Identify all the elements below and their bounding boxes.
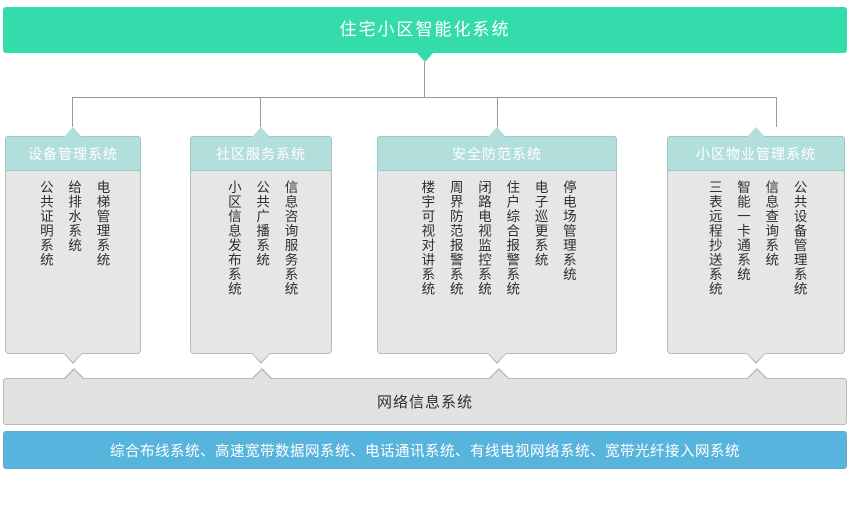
branch-panel-equipment: 设备管理系统 电梯管理系统 给排水系统 公共证明系统 xyxy=(5,126,141,364)
leaf-item[interactable]: 给排水系统 xyxy=(65,180,82,253)
network-layer-bar: 网络信息系统 xyxy=(3,368,847,425)
network-notch-icon xyxy=(490,370,508,379)
branch-notch-down-icon xyxy=(747,353,765,362)
leaf-item[interactable]: 信息查询系统 xyxy=(762,180,779,267)
branch-notch-down-icon xyxy=(488,353,506,362)
branch-header-label: 小区物业管理系统 xyxy=(696,146,816,163)
branch-header-property-management[interactable]: 小区物业管理系统 xyxy=(667,126,845,171)
leaf-item[interactable]: 停电场管理系统 xyxy=(559,180,576,282)
branch-notch-down-icon xyxy=(64,353,82,362)
branch-body-community-service: 信息咨询服务系统 公共广播系统 小区信息发布系统 xyxy=(190,171,332,364)
infrastructure-layer-label: 综合布线系统、高速宽带数据网系统、电话通讯系统、有线电视网络系统、宽带光纤接入网… xyxy=(110,443,740,460)
branch-panel-community-service: 社区服务系统 信息咨询服务系统 公共广播系统 小区信息发布系统 xyxy=(190,126,332,364)
leaf-item[interactable]: 公共设备管理系统 xyxy=(790,180,807,296)
branch-notch-up-icon xyxy=(488,127,506,137)
leaf-item[interactable]: 住户综合报警系统 xyxy=(503,180,520,296)
network-notch-icon xyxy=(748,370,766,379)
branch-notch-up-icon xyxy=(252,127,270,137)
root-node-label: 住宅小区智能化系统 xyxy=(339,19,511,40)
leaf-item[interactable]: 闭路电视监控系统 xyxy=(475,180,491,296)
network-layer-label: 网络信息系统 xyxy=(376,393,473,411)
branch-notch-up-icon xyxy=(747,127,765,137)
branch-header-community-service[interactable]: 社区服务系统 xyxy=(190,126,332,171)
branch-panel-security: 安全防范系统 停电场管理系统 电子巡更系统 住户综合报警系统 闭路电视监控系统 … xyxy=(377,126,617,364)
leaf-item[interactable]: 公共广播系统 xyxy=(253,180,270,267)
connector-drop-community-service xyxy=(260,97,261,127)
connector-drop-property-management xyxy=(776,97,777,127)
network-notch-icon xyxy=(253,370,271,379)
leaf-item[interactable]: 小区信息发布系统 xyxy=(224,180,241,296)
connector-drop-equipment xyxy=(72,97,73,127)
branch-body-property-management: 公共设备管理系统 信息查询系统 智能一卡通系统 三表远程抄送系统 xyxy=(667,171,845,364)
branch-header-equipment[interactable]: 设备管理系统 xyxy=(5,126,141,171)
branch-notch-down-icon xyxy=(252,353,270,362)
root-node-arrow xyxy=(416,52,434,62)
branch-body-security: 停电场管理系统 电子巡更系统 住户综合报警系统 闭路电视监控系统 周界防范报警系… xyxy=(377,171,617,364)
branch-notch-up-icon xyxy=(64,127,82,137)
branch-body-equipment: 电梯管理系统 给排水系统 公共证明系统 xyxy=(5,171,141,364)
leaf-item[interactable]: 公共证明系统 xyxy=(36,180,53,267)
leaf-item[interactable]: 信息咨询服务系统 xyxy=(281,180,298,296)
leaf-item[interactable]: 电子巡更系统 xyxy=(531,180,548,267)
root-node: 住宅小区智能化系统 xyxy=(3,7,847,53)
branch-header-label: 设备管理系统 xyxy=(28,146,118,163)
leaf-item[interactable]: 三表远程抄送系统 xyxy=(705,180,722,296)
network-notch-icon xyxy=(65,370,83,379)
infrastructure-layer-bar: 综合布线系统、高速宽带数据网系统、电话通讯系统、有线电视网络系统、宽带光纤接入网… xyxy=(3,431,847,469)
leaf-item[interactable]: 电梯管理系统 xyxy=(93,180,110,267)
connector-root-stem xyxy=(424,62,425,98)
connector-horizontal-bus xyxy=(72,97,776,98)
branch-panel-property-management: 小区物业管理系统 公共设备管理系统 信息查询系统 智能一卡通系统 三表远程抄送系… xyxy=(667,126,845,364)
branch-header-label: 社区服务系统 xyxy=(216,146,306,163)
leaf-item[interactable]: 智能一卡通系统 xyxy=(734,180,750,282)
branch-header-label: 安全防范系统 xyxy=(452,146,542,163)
branch-header-security[interactable]: 安全防范系统 xyxy=(377,126,617,171)
connector-drop-security xyxy=(497,97,498,127)
leaf-item[interactable]: 周界防范报警系统 xyxy=(446,180,463,296)
leaf-item[interactable]: 楼宇可视对讲系统 xyxy=(418,180,435,296)
